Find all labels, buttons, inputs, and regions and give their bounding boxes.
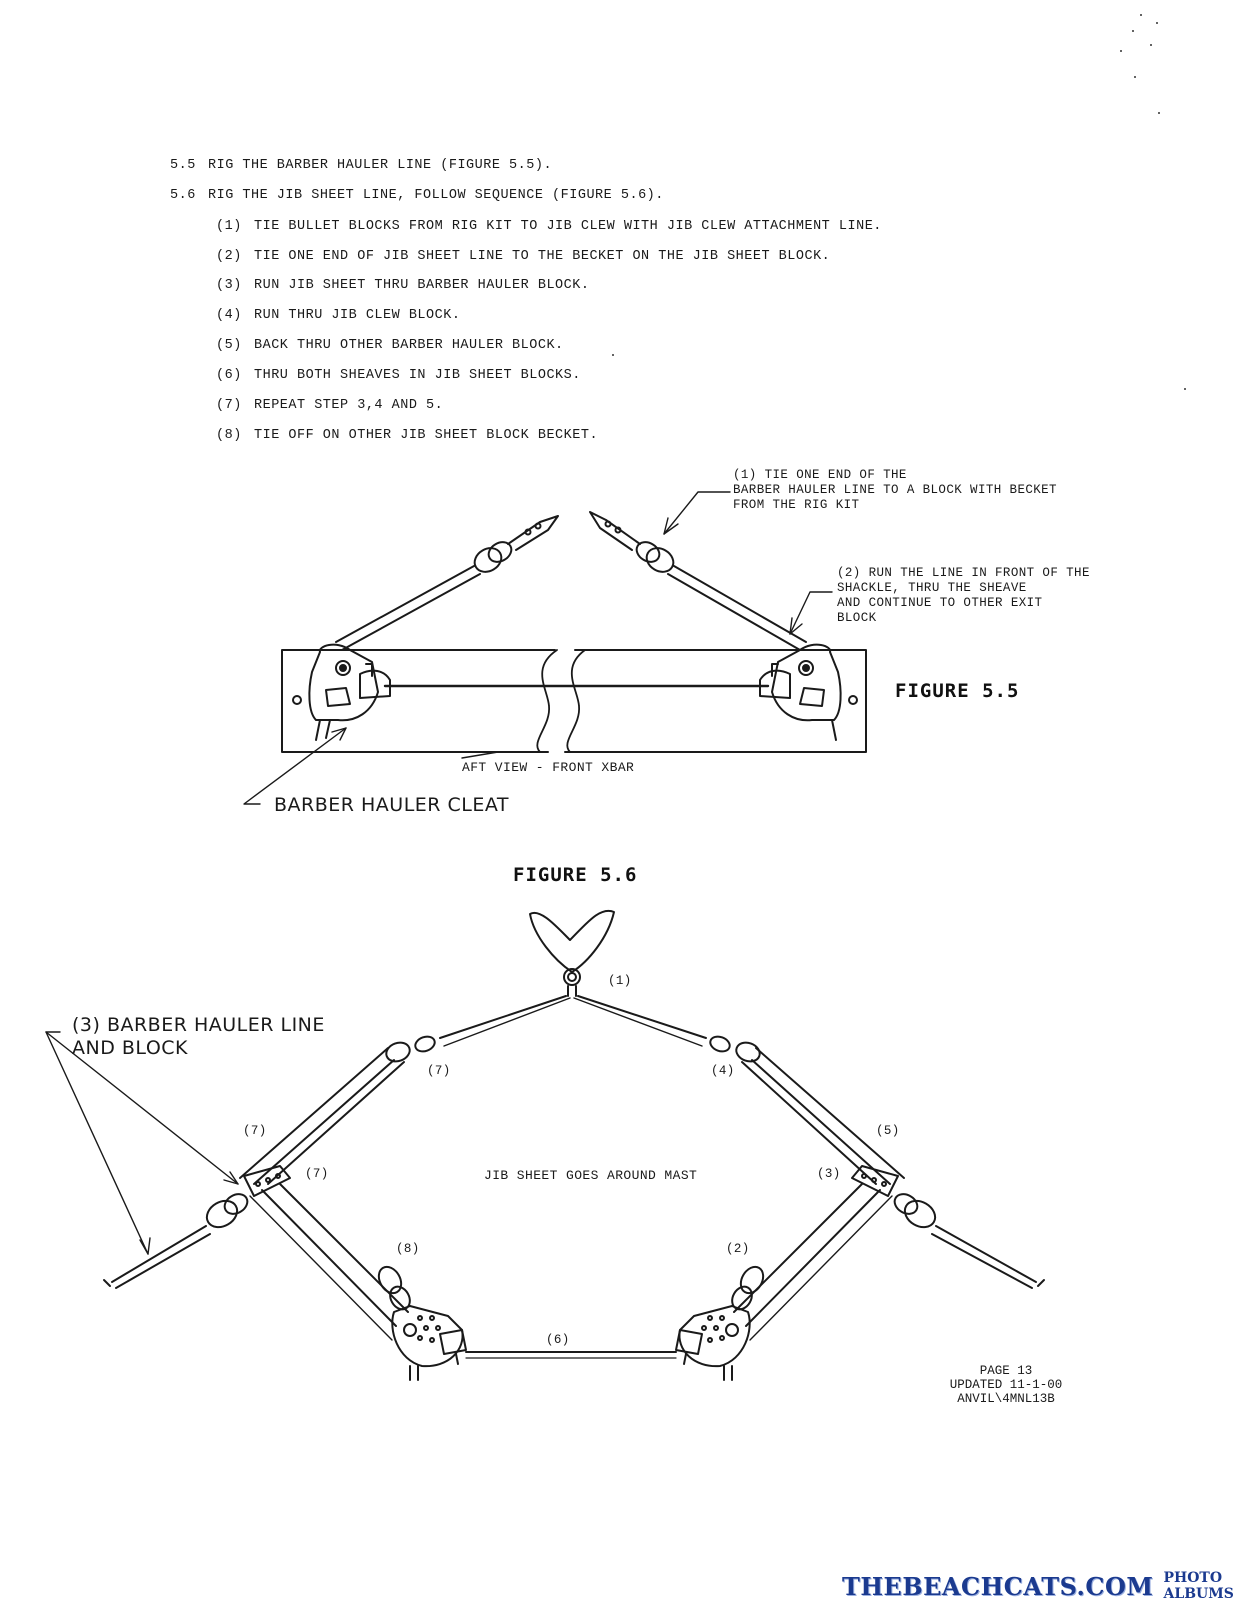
label-step-1: (1): [608, 974, 632, 988]
label-step-7-upper: (7): [427, 1064, 451, 1078]
right-barber-block-drawing: [759, 643, 858, 741]
step-number: (8): [216, 428, 242, 443]
step-number: (4): [216, 308, 242, 323]
scan-speck: [1120, 50, 1122, 52]
step-text: BACK THRU OTHER BARBER HAULER BLOCK.: [254, 338, 564, 353]
section-number: 5.5: [170, 158, 196, 173]
label-step-5: (5): [876, 1124, 900, 1138]
step-number: (5): [216, 338, 242, 353]
left-jib-sheet-block-drawing: [377, 1265, 467, 1381]
step-text: RUN JIB SHEET THRU BARBER HAULER BLOCK.: [254, 278, 590, 293]
label-step-2: (2): [726, 1242, 750, 1256]
scan-speck: [1184, 388, 1186, 390]
updated-date: UPDATED 11-1-00: [949, 1378, 1063, 1392]
scan-speck: [1132, 30, 1134, 32]
label-step-8: (8): [396, 1242, 420, 1256]
figure-5-5-title: FIGURE 5.5: [895, 680, 1020, 702]
figure-5-5-view-caption: AFT VIEW - FRONT XBAR: [462, 760, 635, 775]
jib-sheet-lines: [103, 995, 1045, 1341]
step-text: TIE ONE END OF JIB SHEET LINE TO THE BEC…: [254, 249, 831, 264]
document-ref: ANVIL\4MNL13B: [957, 1392, 1055, 1406]
front-crossbar-drawing: [281, 649, 867, 753]
step-text: TIE OFF ON OTHER JIB SHEET BLOCK BECKET.: [254, 428, 599, 443]
jib-sheet-center-text: JIB SHEET GOES AROUND MAST: [484, 1168, 698, 1183]
watermark-sub: PHOTO ALBUMS: [1163, 1570, 1234, 1602]
figure-5-5-leaders: [243, 491, 833, 805]
left-barber-line-drawing: [335, 515, 559, 651]
barber-hauler-cleat-label: BARBER HAULER CLEAT: [274, 794, 510, 816]
page-number: PAGE 13: [979, 1364, 1033, 1378]
page-footer: PAGE 13 UPDATED 11-1-00 ANVIL\4MNL13B: [946, 1364, 1066, 1406]
step-number: (1): [216, 219, 242, 234]
section-number: 5.6: [170, 188, 196, 203]
step-text: TIE BULLET BLOCKS FROM RIG KIT TO JIB CL…: [254, 219, 882, 234]
right-jib-sheet-block-drawing: [675, 1265, 765, 1381]
step-text: RUN THRU JIB CLEW BLOCK.: [254, 308, 461, 323]
right-barber-line-drawing: [589, 511, 807, 651]
scan-speck: [1140, 14, 1142, 16]
scan-speck: [1134, 76, 1136, 78]
step-number: (3): [216, 278, 242, 293]
section-text: RIG THE BARBER HAULER LINE (FIGURE 5.5).: [208, 158, 553, 173]
label-step-3: (3): [817, 1167, 841, 1181]
watermark-main: THEBEACHCATS.COM: [842, 1571, 1154, 1601]
step-text: THRU BOTH SHEAVES IN JIB SHEET BLOCKS.: [254, 368, 581, 383]
scan-speck: [1150, 44, 1152, 46]
label-step-4: (4): [711, 1064, 735, 1078]
step-number: (7): [216, 398, 242, 413]
left-barber-block-drawing: [292, 643, 391, 741]
label-step-7-inner: (7): [305, 1167, 329, 1181]
scan-speck: [612, 354, 614, 356]
scan-speck: [1156, 22, 1158, 24]
step-number: (2): [216, 249, 242, 264]
barber-hauler-line-label: (3) BARBER HAULER LINE AND BLOCK: [72, 1014, 325, 1059]
section-text: RIG THE JIB SHEET LINE, FOLLOW SEQUENCE …: [208, 188, 664, 203]
figure-5-6-title: FIGURE 5.6: [513, 864, 638, 886]
barber-hauler-leaders: [45, 1031, 239, 1255]
label-step-6: (6): [546, 1333, 570, 1347]
jib-clew-drawing: [529, 909, 615, 997]
figure-5-5-callout-1: (1) TIE ONE END OF THE BARBER HAULER LIN…: [733, 468, 1057, 512]
step-text: REPEAT STEP 3,4 AND 5.: [254, 398, 444, 413]
scan-speck: [1158, 112, 1160, 114]
watermark: THEBEACHCATS.COM PHOTO ALBUMS: [842, 1570, 1242, 1602]
step-number: (6): [216, 368, 242, 383]
label-step-7-left: (7): [243, 1124, 267, 1138]
figure-5-5-callout-2: (2) RUN THE LINE IN FRONT OF THE SHACKLE…: [837, 566, 1090, 625]
